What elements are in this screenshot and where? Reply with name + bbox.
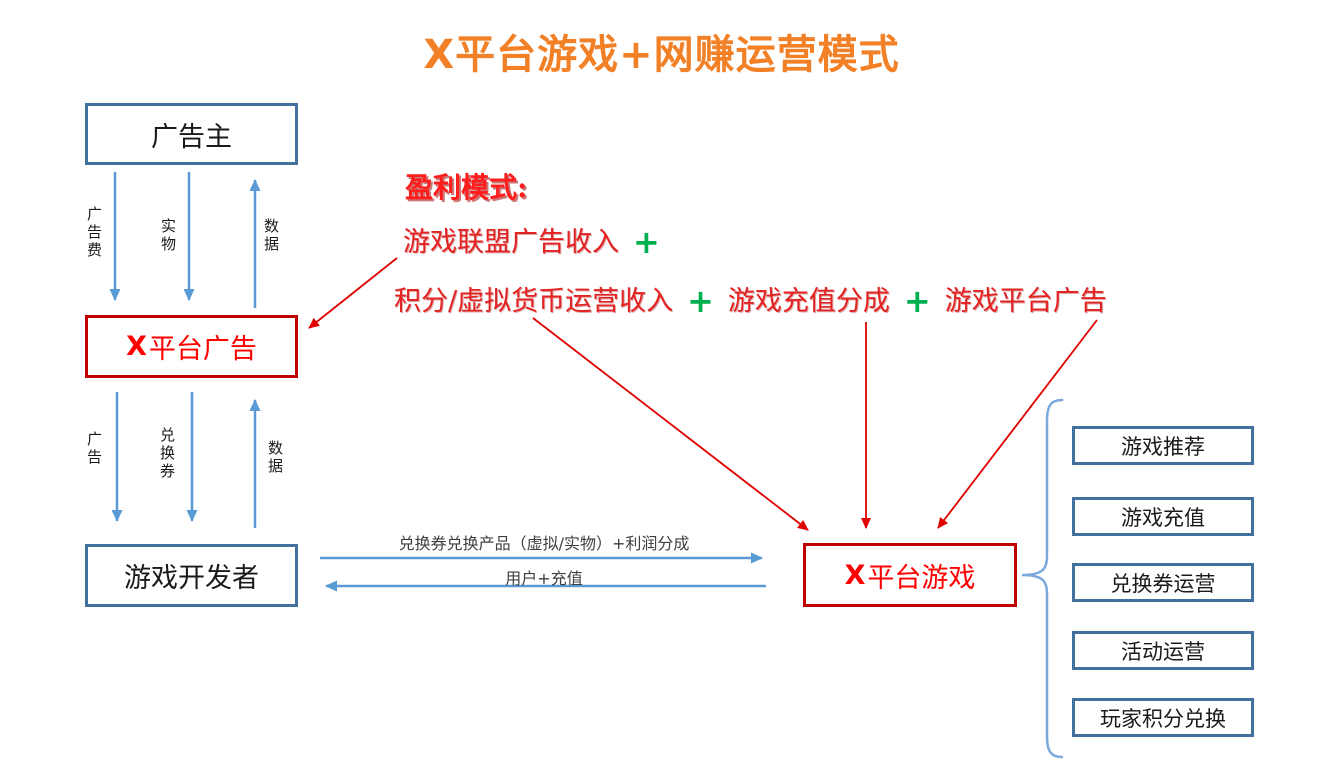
advertiser-label: 广告主 [151,121,232,153]
module-label: 游戏充值 [1121,505,1205,530]
data-top-label: 数据 [262,218,280,254]
profit-item4: 游戏平台广告 [944,286,1107,317]
module-box-voucher-ops: 兑换券运营 [1072,563,1254,602]
goods-label: 实物 [159,218,177,254]
page-title: X平台游戏+网赚运营模式 [423,32,900,78]
module-label: 游戏推荐 [1121,434,1205,459]
module-label: 兑换券运营 [1110,571,1216,596]
platform-games-x: X [844,559,866,591]
exchange-flow-label: 兑换券兑换产品（虚拟/实物）+利润分成 [398,534,690,553]
profit-item2: 积分/虚拟货币运营收入 [394,286,674,317]
data-mid-label: 数据 [266,440,284,476]
plus-sign-3: + [903,282,931,320]
module-box-game-recharge: 游戏充值 [1072,497,1254,536]
developer-label: 游戏开发者 [124,563,259,594]
users-flow-label: 用户+充值 [505,569,583,588]
platform-ads-label: 平台广告 [148,334,257,365]
module-box-activity-ops: 活动运营 [1072,631,1254,670]
module-box-game-recommend: 游戏推荐 [1072,426,1254,465]
profit-item2-to-games-arrow [532,317,809,531]
module-label: 玩家积分兑换 [1100,706,1226,731]
profit-line-2: 积分/虚拟货币运营收入 + 游戏充值分成 + 游戏平台广告 [394,279,1107,320]
profit-item1: 游戏联盟广告收入 [403,227,619,258]
profit-to-ads-arrow [308,257,398,329]
advertiser-box: 广告主 [85,103,298,165]
platform-ads-x: X [126,331,147,362]
module-box-player-points: 玩家积分兑换 [1072,698,1254,737]
developer-box: 游戏开发者 [85,544,298,607]
platform-games-label: 平台游戏 [867,562,976,594]
module-label: 活动运营 [1121,639,1205,664]
ads-label: 广告 [85,431,103,467]
profit-item3: 游戏充值分成 [727,286,890,317]
profit-heading: 盈利模式: [405,171,528,204]
modules-brace [1021,398,1064,759]
plus-sign-1: + [633,223,660,261]
voucher-label: 兑换券 [158,427,176,481]
plus-sign-2: + [687,282,714,320]
profit-line-1: 游戏联盟广告收入 + [403,220,660,261]
ad-fee-label: 广告费 [85,206,103,260]
